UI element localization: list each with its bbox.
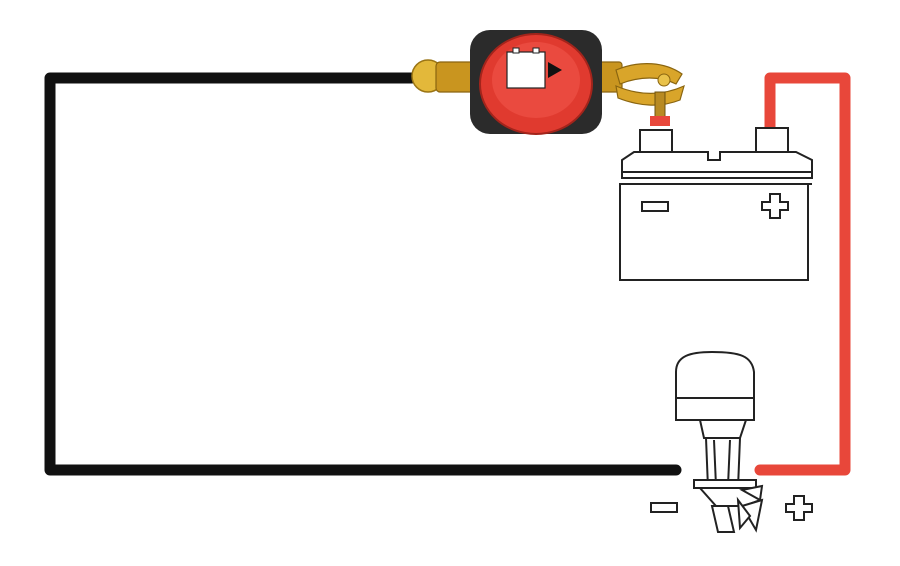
plus-icon [761, 193, 789, 219]
positive-wire [754, 72, 851, 476]
outboard-motor [675, 350, 764, 533]
propeller-icon [736, 484, 764, 533]
minus-icon [641, 201, 669, 212]
switch-pointer-arrow [548, 62, 562, 78]
negative-wire [44, 72, 682, 476]
plus-icon [785, 495, 813, 521]
battery-disconnect-switch[interactable] [411, 30, 685, 135]
battery-positive-post [755, 127, 789, 152]
battery [619, 127, 813, 281]
battery-negative-post [639, 129, 673, 152]
switch-battery-symbol [506, 47, 546, 89]
switch-to-battery-lead [650, 91, 670, 126]
switch-left-terminal [411, 59, 477, 93]
minus-icon [650, 502, 678, 513]
switch-right-clamp [597, 61, 685, 106]
